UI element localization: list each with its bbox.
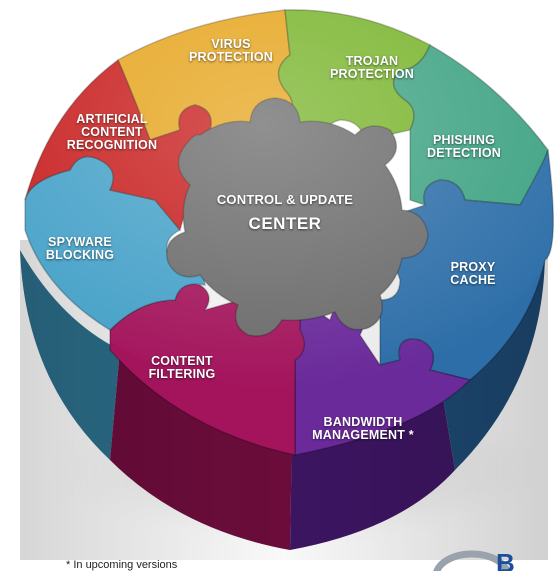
label-line: BANDWIDTH [323, 415, 403, 429]
label-bandwidth-management: BANDWIDTH MANAGEMENT * [312, 416, 414, 442]
label-line: FILTERING [148, 367, 216, 381]
label-line: PHISHING [432, 133, 496, 147]
label-line: CACHE [450, 273, 496, 287]
label-line: SPYWARE [48, 235, 112, 249]
vendor-logo: B [432, 548, 558, 571]
label-line: DETECTION [426, 146, 502, 160]
label-artificial-content-recognition: ARTIFICIAL CONTENT RECOGNITION [67, 113, 157, 152]
label-line: VIRUS [211, 37, 251, 51]
label-line: MANAGEMENT * [312, 429, 414, 442]
label-line: CONTENT [151, 354, 213, 368]
label-content-filtering: CONTENT FILTERING [149, 355, 216, 381]
label-phishing-detection: PHISHING DETECTION [427, 134, 501, 160]
center-title-line1: CONTROL & UPDATE [216, 192, 354, 207]
center-title-line2: CENTER [248, 214, 322, 233]
footnote: * In upcoming versions [66, 559, 178, 571]
logo-swoosh-icon: B [433, 548, 515, 571]
label-line: PROTECTION [330, 67, 414, 81]
label-line: RECOGNITION [66, 138, 158, 152]
asterisk-marker: * [408, 428, 414, 442]
label-line: CONTENT [81, 125, 143, 139]
label-line: PROXY [450, 260, 496, 274]
label-virus-protection: VIRUS PROTECTION [189, 38, 273, 64]
label-spyware-blocking: SPYWARE BLOCKING [46, 236, 114, 262]
label-line: ARTIFICIAL [76, 112, 148, 126]
label-trojan-protection: TROJAN PROTECTION [330, 55, 414, 81]
label-proxy-cache: PROXY CACHE [450, 261, 495, 287]
label-line: PROTECTION [189, 50, 273, 64]
puzzle-top [20, 9, 558, 456]
label-control-update-center: CONTROL & UPDATE CENTER [217, 193, 353, 233]
label-line: TROJAN [345, 54, 399, 68]
label-line: BLOCKING [45, 248, 115, 262]
label-line-text: MANAGEMENT [312, 428, 406, 442]
logo-letter: B [496, 548, 515, 571]
